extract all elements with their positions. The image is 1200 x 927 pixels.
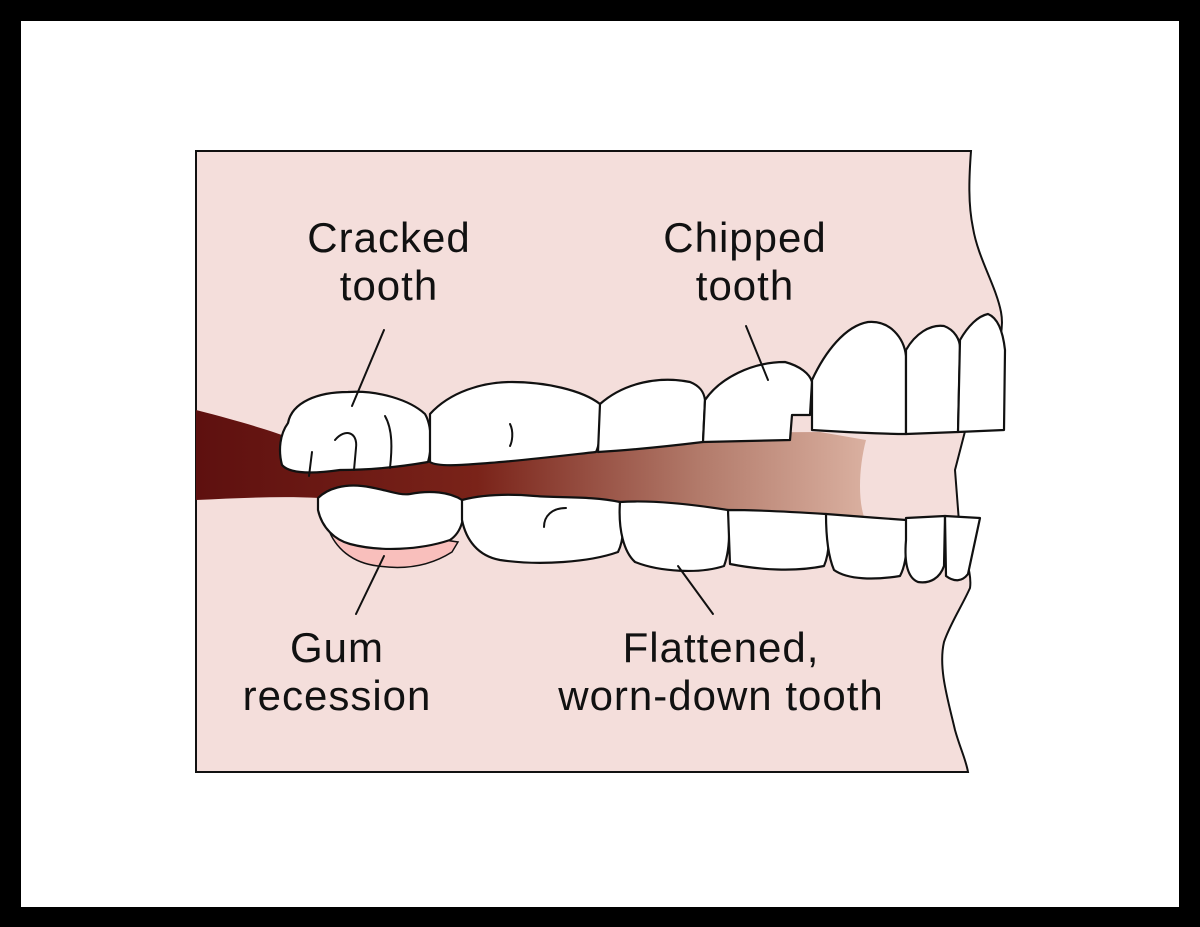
crack-line <box>384 415 393 469</box>
label-gum-line2: recession <box>243 672 432 719</box>
lower-premolar <box>726 508 830 571</box>
lower-molar-recession <box>316 484 465 550</box>
leader-gum <box>355 555 385 615</box>
label-cracked-line1: Cracked <box>307 214 470 261</box>
upper-premolar <box>596 378 707 454</box>
label-chipped-line2: tooth <box>696 262 794 309</box>
molar-groove <box>543 507 567 528</box>
crack-line <box>308 451 313 477</box>
crack-line <box>334 432 358 471</box>
label-gum-line1: Gum <box>290 624 384 671</box>
upper-molar <box>428 380 602 467</box>
label-worn-line2: worn-down tooth <box>557 672 884 719</box>
label-worn-line1: Flattened, <box>623 624 820 671</box>
leader-chipped <box>745 325 769 381</box>
lower-teeth <box>316 484 982 584</box>
worn-down-tooth <box>618 500 731 573</box>
upper-incisor <box>904 324 962 436</box>
lower-canine <box>824 512 908 580</box>
label-chipped-line1: Chipped <box>663 214 826 261</box>
label-cracked-line2: tooth <box>340 262 438 309</box>
leader-worn <box>677 565 714 615</box>
upper-incisor <box>956 312 1007 434</box>
upper-canine <box>810 320 908 436</box>
upper-teeth <box>278 312 1007 477</box>
cracked-molar <box>278 390 432 474</box>
lower-molar <box>460 493 625 564</box>
molar-groove <box>509 423 514 447</box>
lower-incisor <box>904 514 947 584</box>
leader-cracked <box>351 329 385 407</box>
lower-incisor <box>943 514 982 582</box>
